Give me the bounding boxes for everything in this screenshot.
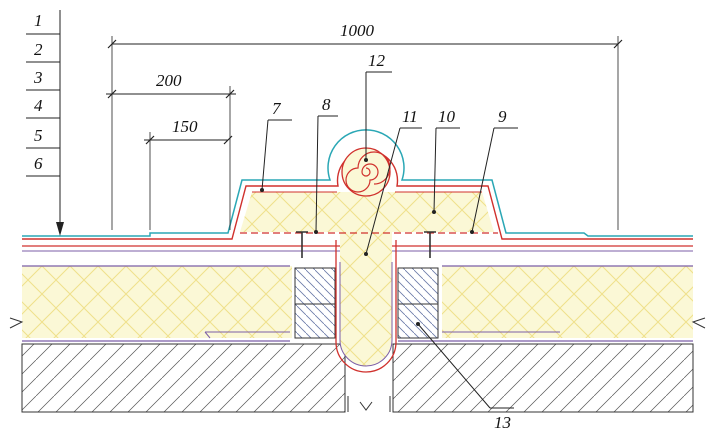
callout-13: 13 [416, 322, 514, 432]
callout-11: 11 [364, 107, 422, 256]
fasteners [296, 231, 436, 258]
dimension-150: 150 [144, 117, 233, 230]
layer-number-4: 4 [34, 96, 43, 115]
layer-number-6: 6 [34, 154, 43, 173]
callout-label-8: 8 [322, 95, 331, 114]
callout-label-7: 7 [272, 99, 282, 118]
layer-number-5: 5 [34, 126, 43, 145]
callout-label-9: 9 [498, 107, 507, 126]
dimension-1000: 1000 [107, 21, 623, 230]
callout-10: 10 [432, 107, 460, 214]
callout-7: 7 [260, 99, 292, 192]
dimension-inner-text: 150 [172, 117, 198, 136]
layer-number-3: 3 [33, 68, 43, 87]
dimension-mid-text: 200 [156, 71, 182, 90]
layer-number-1: 1 [34, 11, 43, 30]
dimension-200: 200 [106, 71, 236, 230]
wooden-blocks [294, 267, 439, 339]
layer-number-2: 2 [34, 40, 43, 59]
concrete-base [21, 343, 694, 413]
hump-insulation [240, 192, 498, 234]
callout-label-13: 13 [494, 413, 511, 432]
break-marks [9, 317, 706, 329]
callout-12: 12 [364, 51, 392, 162]
callout-8: 8 [314, 95, 338, 234]
layer-number-column: 1 2 3 4 5 6 [26, 10, 64, 236]
joint-filler [335, 222, 397, 373]
callout-9: 9 [470, 107, 518, 234]
callout-label-11: 11 [402, 107, 418, 126]
callout-label-12: 12 [368, 51, 386, 70]
callout-label-10: 10 [438, 107, 456, 126]
insulation-layer [22, 265, 693, 339]
dimension-overall-text: 1000 [340, 21, 375, 40]
